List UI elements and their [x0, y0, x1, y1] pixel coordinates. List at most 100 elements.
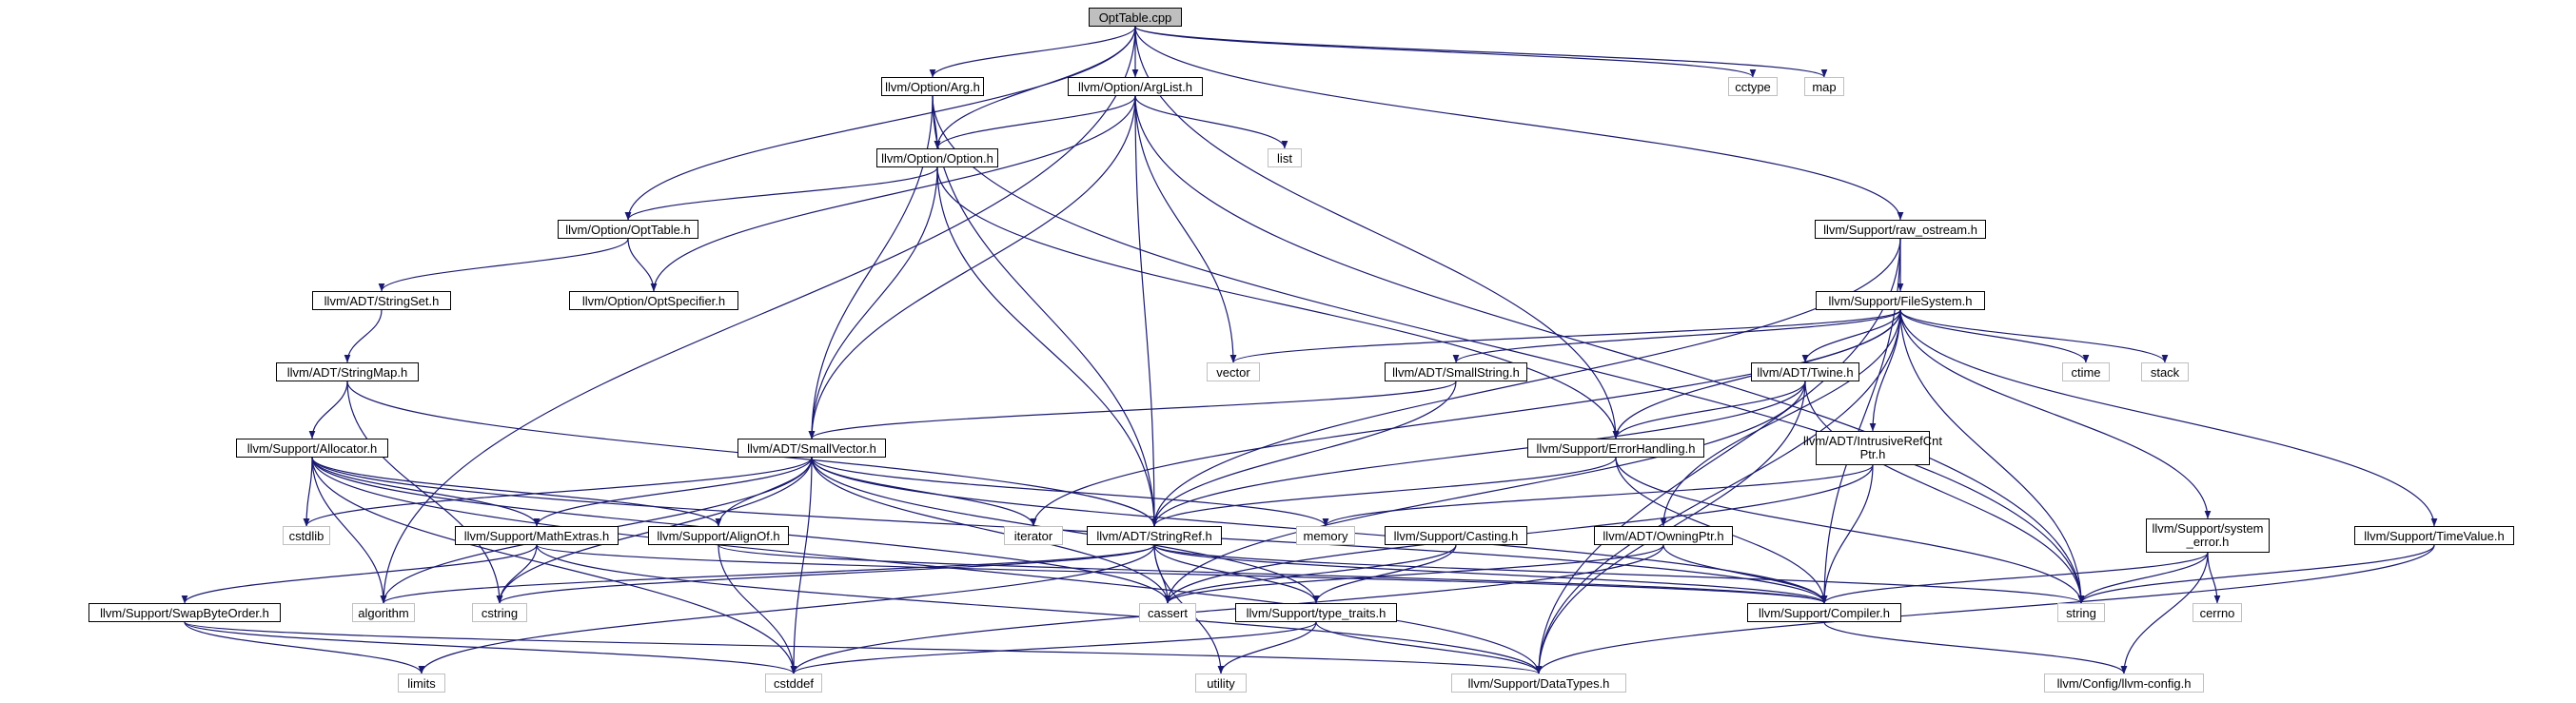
edge-adt_twine_h-to-string [1804, 381, 2085, 604]
edge-adt_owningptr_h-to-support_compiler_h [1662, 544, 1828, 604]
edge-opttable_cpp-to-option_arg_h [929, 26, 1136, 78]
edge-support_filesystem_h-to-support_system_error_h [1899, 309, 2212, 519]
edge-adt_owningptr_h-to-cassert [1164, 544, 1664, 604]
node-cassert: cassert [1139, 603, 1196, 622]
edge-support_allocator_h-to-support_mathextras_h [311, 457, 541, 527]
edge-support_filesystem_h-to-iterator [1030, 309, 1901, 527]
node-adt-stringset-h[interactable]: llvm/ADT/StringSet.h [312, 291, 451, 310]
edge-opttable_cpp-to-option_opttable_h [624, 26, 1136, 221]
edge-option_option_h-to-support_errorhandling_h [936, 166, 1620, 439]
node-adt-smallstring-h[interactable]: llvm/ADT/SmallString.h [1385, 362, 1527, 381]
node-algorithm: algorithm [352, 603, 415, 622]
node-cstdlib: cstdlib [283, 526, 330, 545]
node-support-filesystem-h[interactable]: llvm/Support/FileSystem.h [1816, 291, 1985, 310]
node-option-option-h[interactable]: llvm/Option/Option.h [876, 148, 998, 167]
edge-support_filesystem_h-to-stack [1899, 309, 2169, 363]
node-support-compiler-h[interactable]: llvm/Support/Compiler.h [1747, 603, 1901, 622]
node-support-errorhandling-h[interactable]: llvm/Support/ErrorHandling.h [1527, 439, 1704, 458]
node-adt-stringmap-h[interactable]: llvm/ADT/StringMap.h [276, 362, 419, 381]
edge-adt_stringref_h-to-string [1153, 544, 2085, 604]
edge-opttable_cpp-to-algorithm [380, 26, 1136, 604]
edge-support_alignof_h-to-support_compiler_h [718, 544, 1828, 604]
edge-option_arglist_h-to-option_option_h [934, 95, 1136, 149]
node-adt-intrusiverefcntptr-h[interactable]: llvm/ADT/IntrusiveRefCnt Ptr.h [1803, 431, 1942, 465]
edge-support_filesystem_h-to-support_datatypes_h [1535, 309, 1901, 674]
edge-option_arglist_h-to-list [1134, 95, 1288, 149]
node-adt-stringref-h[interactable]: llvm/ADT/StringRef.h [1087, 526, 1222, 545]
edge-adt_smallvector_h-to-cstdlib [303, 457, 813, 527]
node-support-swapbyteorder-h[interactable]: llvm/Support/SwapByteOrder.h [88, 603, 281, 622]
edge-support_allocator_h-to-cstdlib [303, 457, 313, 527]
node-support-raw-ostream-h[interactable]: llvm/Support/raw_ostream.h [1815, 220, 1986, 239]
edge-adt_smallvector_h-to-cstddef [790, 457, 813, 674]
edge-support_system_error_h-to-config_llvm_config_h [2120, 552, 2209, 674]
edge-option_option_h-to-adt_smallvector_h [808, 166, 938, 439]
node-adt-owningptr-h[interactable]: llvm/ADT/OwningPtr.h [1594, 526, 1733, 545]
edge-support_filesystem_h-to-string [1899, 309, 2085, 604]
edge-support_filesystem_h-to-vector [1229, 309, 1901, 363]
edge-support_casting_h-to-cassert [1164, 544, 1457, 604]
edge-option_arglist_h-to-string [1134, 95, 2085, 604]
node-support-casting-h[interactable]: llvm/Support/Casting.h [1385, 526, 1527, 545]
edge-opttable_cpp-to-cctype [1134, 26, 1757, 78]
node-option-optspecifier-h[interactable]: llvm/Option/OptSpecifier.h [569, 291, 738, 310]
edge-support_allocator_h-to-cstddef [311, 457, 797, 674]
edge-support_raw_ostream_h-to-support_datatypes_h [1535, 238, 1901, 674]
node-support-allocator-h[interactable]: llvm/Support/Allocator.h [236, 439, 388, 458]
node-support-system-error-h[interactable]: llvm/Support/system _error.h [2146, 518, 2270, 553]
node-adt-twine-h[interactable]: llvm/ADT/Twine.h [1751, 362, 1859, 381]
edge-support_timevalue_h-to-string [2077, 544, 2435, 604]
edge-support_mathextras_h-to-support_compiler_h [536, 544, 1827, 604]
node-utility: utility [1195, 674, 1247, 693]
node-adt-smallvector-h[interactable]: llvm/ADT/SmallVector.h [737, 439, 886, 458]
node-config-llvm-config-h: llvm/Config/llvm-config.h [2044, 674, 2204, 693]
edge-adt_intrusiverefcntptr_h-to-memory [1322, 464, 1874, 527]
edge-support_timevalue_h-to-support_datatypes_h [1535, 544, 2435, 674]
edge-support_casting_h-to-support_type_traits_h [1312, 544, 1457, 604]
node-iterator: iterator [1004, 526, 1063, 545]
edge-option_arg_h-to-adt_stringref_h [932, 95, 1158, 527]
node-cctype: cctype [1728, 77, 1778, 96]
edge-adt_stringref_h-to-support_type_traits_h [1153, 544, 1320, 604]
node-option-arg-h[interactable]: llvm/Option/Arg.h [881, 77, 984, 96]
node-cerrno: cerrno [2193, 603, 2242, 622]
edge-support_allocator_h-to-support_compiler_h [311, 457, 1828, 604]
edge-adt_smallstring_h-to-adt_smallvector_h [808, 381, 1457, 439]
edge-option_arglist_h-to-adt_smallvector_h [808, 95, 1136, 439]
node-support-type-traits-h[interactable]: llvm/Support/type_traits.h [1235, 603, 1397, 622]
edge-support_filesystem_h-to-ctime [1899, 309, 2090, 363]
node-cstddef: cstddef [765, 674, 822, 693]
edge-support_mathextras_h-to-support_datatypes_h [536, 544, 1543, 674]
dependency-edges [181, 26, 2438, 674]
edge-adt_stringref_h-to-cstring [496, 544, 1155, 604]
node-support-alignof-h[interactable]: llvm/Support/AlignOf.h [648, 526, 789, 545]
node-cstring: cstring [472, 603, 527, 622]
edge-support_system_error_h-to-support_compiler_h [1820, 552, 2209, 604]
node-stack: stack [2141, 362, 2189, 381]
node-vector: vector [1207, 362, 1260, 381]
edge-option_arg_h-to-adt_smallvector_h [808, 95, 934, 439]
node-ctime: ctime [2062, 362, 2110, 381]
node-opttable-cpp[interactable]: OptTable.cpp [1089, 8, 1182, 27]
edge-support_type_traits_h-to-utility [1217, 621, 1317, 674]
edge-option_option_h-to-option_opttable_h [624, 166, 938, 221]
edge-support_filesystem_h-to-support_timevalue_h [1899, 309, 2438, 527]
edge-adt_stringmap_h-to-cstring [346, 381, 503, 604]
edge-option_opttable_h-to-adt_stringset_h [378, 238, 629, 292]
edge-support_swapbyteorder_h-to-support_datatypes_h [184, 621, 1542, 674]
node-option-opttable-h[interactable]: llvm/Option/OptTable.h [558, 220, 698, 239]
edge-support_filesystem_h-to-adt_owningptr_h [1660, 309, 1901, 527]
edge-adt_twine_h-to-support_errorhandling_h [1612, 381, 1806, 439]
edge-support_allocator_h-to-support_datatypes_h [311, 457, 1543, 674]
edge-support_alignof_h-to-cstddef [718, 544, 797, 674]
edge-adt_smallstring_h-to-adt_stringref_h [1150, 381, 1457, 527]
node-memory: memory [1296, 526, 1355, 545]
edge-option_arglist_h-to-adt_stringref_h [1134, 95, 1158, 527]
edge-adt_stringref_h-to-limits [418, 544, 1155, 674]
node-support-timevalue-h[interactable]: llvm/Support/TimeValue.h [2354, 526, 2514, 545]
node-support-mathextras-h[interactable]: llvm/Support/MathExtras.h [455, 526, 619, 545]
node-option-arglist-h[interactable]: llvm/Option/ArgList.h [1068, 77, 1203, 96]
edge-support_mathextras_h-to-support_swapbyteorder_h [181, 544, 538, 604]
edge-adt_owningptr_h-to-cstddef [790, 544, 1664, 674]
